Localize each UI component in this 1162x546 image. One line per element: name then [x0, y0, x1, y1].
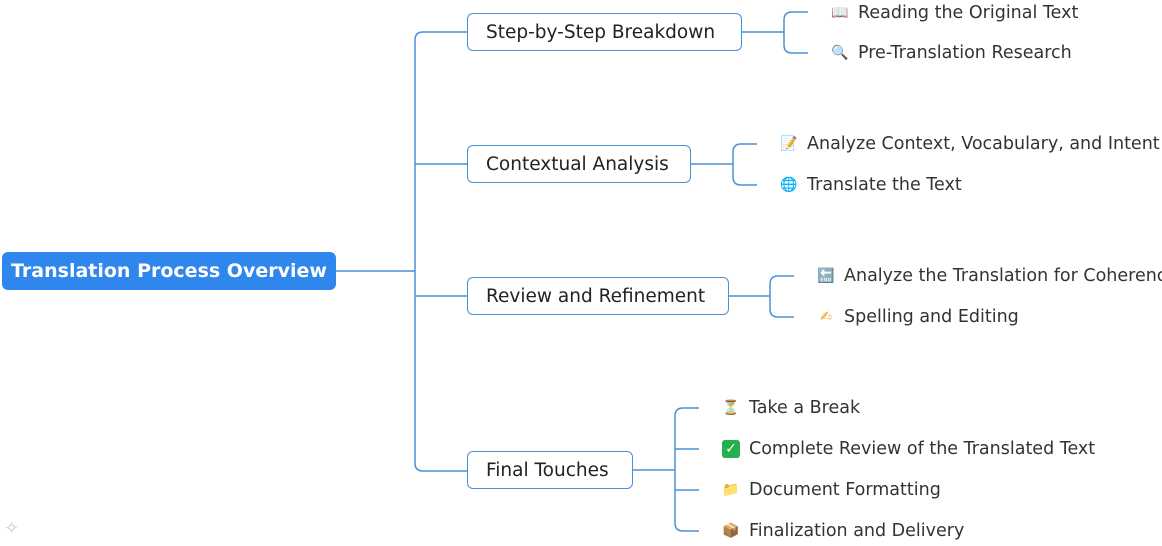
leaf-label: Analyze Context, Vocabulary, and Intent — [807, 134, 1160, 154]
leaf-take-break[interactable]: ⏳ Take a Break — [722, 396, 860, 420]
leaf-analyze-context[interactable]: 📝 Analyze Context, Vocabulary, and Inten… — [780, 132, 1160, 156]
leaf-label: Finalization and Delivery — [749, 521, 965, 541]
memo-icon: 📝 — [780, 136, 798, 152]
leaf-finalization[interactable]: 📦 Finalization and Delivery — [722, 519, 964, 543]
branch-label: Step-by-Step Breakdown — [486, 21, 716, 43]
sparkle-icon: ✧ — [4, 518, 20, 539]
leaf-label: Translate the Text — [807, 175, 962, 195]
leaf-label: Take a Break — [749, 398, 861, 418]
leaf-label: Analyze the Translation for Coherence — [844, 266, 1162, 286]
leaf-label: Document Formatting — [749, 480, 941, 500]
magnifier-icon: 🔍 — [831, 45, 849, 61]
leaf-label: Reading the Original Text — [858, 3, 1079, 23]
end-arrow-icon: 🔚 — [817, 268, 835, 284]
open-book-icon: 📖 — [831, 5, 849, 21]
leaf-complete-review[interactable]: ✓ Complete Review of the Translated Text — [722, 437, 1095, 461]
branch-label: Review and Refinement — [486, 285, 706, 307]
check-box-icon: ✓ — [722, 440, 740, 458]
package-icon: 📦 — [722, 523, 740, 539]
leaf-analyze-coherence[interactable]: 🔚 Analyze the Translation for Coherence — [817, 264, 1162, 288]
branch-node-step-by-step[interactable]: Step-by-Step Breakdown — [467, 13, 742, 51]
leaf-label: Complete Review of the Translated Text — [749, 439, 1096, 459]
globe-icon: 🌐 — [780, 177, 798, 193]
leaf-translate-text[interactable]: 🌐 Translate the Text — [780, 173, 962, 197]
writing-hand-icon: ✍ — [820, 309, 832, 325]
root-node[interactable]: Translation Process Overview — [2, 252, 336, 290]
branch-label: Contextual Analysis — [486, 153, 669, 175]
branch-node-review[interactable]: Review and Refinement — [467, 277, 729, 315]
branch-node-contextual[interactable]: Contextual Analysis — [467, 145, 691, 183]
leaf-reading-original[interactable]: 📖 Reading the Original Text — [831, 1, 1078, 25]
leaf-spelling-editing[interactable]: ✍ Spelling and Editing — [817, 305, 1019, 329]
leaf-label: Pre-Translation Research — [858, 43, 1072, 63]
connector-trunk — [414, 31, 467, 472]
folder-icon: 📁 — [722, 482, 740, 498]
leaf-document-formatting[interactable]: 📁 Document Formatting — [722, 478, 941, 502]
branch-node-final[interactable]: Final Touches — [467, 451, 633, 489]
leaf-pre-translation[interactable]: 🔍 Pre-Translation Research — [831, 41, 1072, 65]
hourglass-icon: ⏳ — [722, 400, 740, 416]
branch-label: Final Touches — [486, 459, 609, 481]
leaf-label: Spelling and Editing — [844, 307, 1019, 327]
